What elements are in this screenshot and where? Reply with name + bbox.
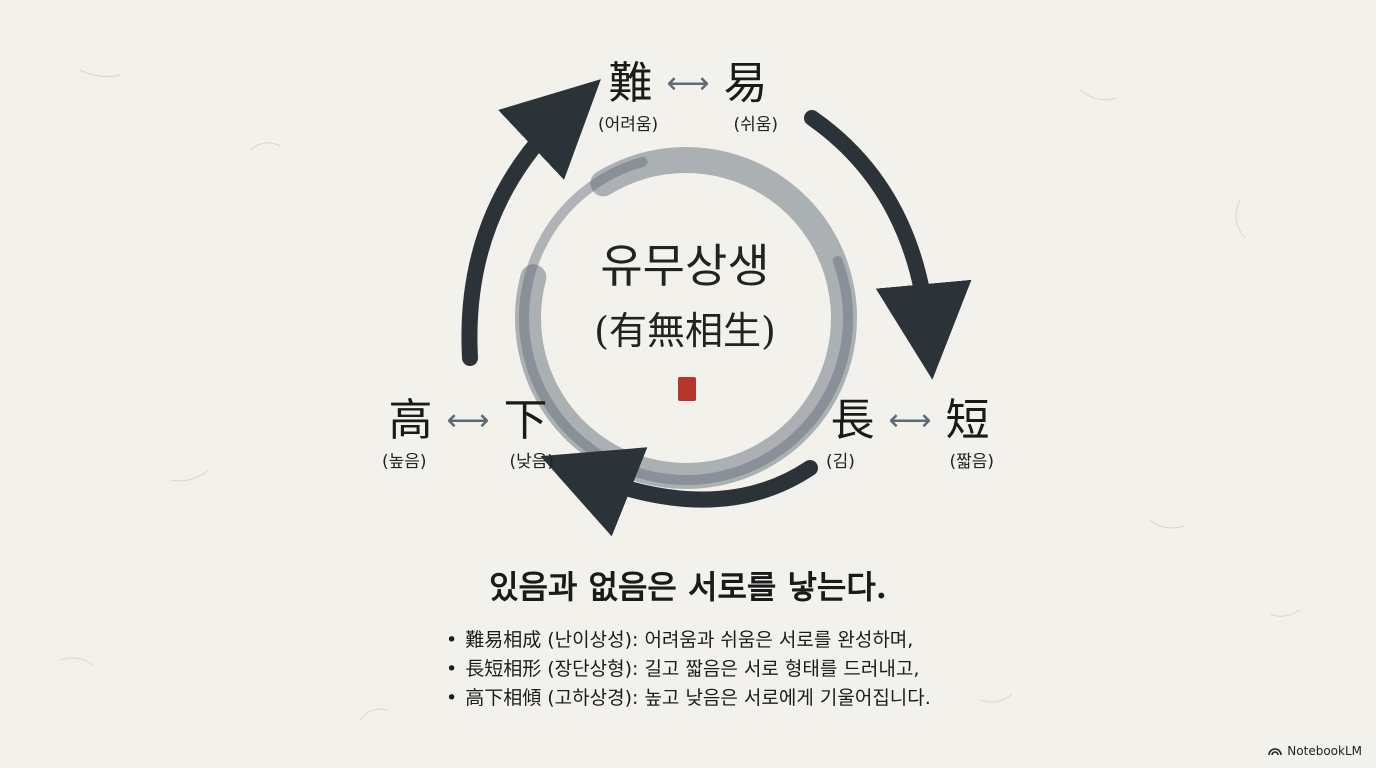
maxim-heading: 있음과 없음은 서로를 낳는다. (489, 568, 887, 606)
pair-top: 難 ⟷ 易 (어려움) (쉬움) (598, 58, 778, 136)
swap-arrow-icon: ⟷ (446, 403, 490, 438)
arrow-bottom (540, 447, 818, 537)
meaning-go: (높음) (382, 452, 427, 472)
notebooklm-logo-icon (1268, 748, 1283, 756)
center-title: 유무상생 (600, 239, 770, 293)
red-seal-icon (678, 377, 696, 401)
list-item: 長短相形 (장단상형): 길고 짧음은 서로 형태를 드러내고, (446, 655, 931, 684)
swap-arrow-icon: ⟷ (888, 403, 932, 438)
hanja-jang: 長 (830, 395, 875, 446)
brand-badge: NotebookLM (1268, 744, 1362, 758)
hanja-go: 高 (388, 395, 433, 446)
hanja-ha: 下 (503, 395, 548, 446)
hanja-nan: 難 (608, 58, 653, 109)
outer-brush-arrows (461, 79, 972, 537)
bullet-list: 難易相成 (난이상성): 어려움과 쉬움은 서로를 완성하며, 長短相形 (장단… (446, 626, 931, 713)
hanja-yi: 易 (723, 58, 768, 109)
list-item: 高下相傾 (고하상경): 높고 낮음은 서로에게 기울어집니다. (446, 684, 931, 713)
meaning-nan: (어려움) (598, 115, 659, 135)
arrow-left (461, 79, 601, 366)
meaning-dan: (짧음) (949, 452, 994, 472)
meaning-jang: (김) (826, 452, 855, 472)
list-item: 難易相成 (난이상성): 어려움과 쉬움은 서로를 완성하며, (446, 626, 931, 655)
swap-arrow-icon: ⟷ (666, 66, 710, 101)
arrow-top-right (804, 110, 972, 380)
meaning-ha: (낮음) (509, 452, 554, 472)
paper-fibers (59, 69, 1301, 721)
hanja-dan: 短 (945, 395, 990, 446)
pair-right: 長 ⟷ 短 (김) (짧음) (826, 395, 994, 473)
pair-left: 高 ⟷ 下 (높음) (낮음) (382, 395, 554, 473)
meaning-yi: (쉬움) (733, 115, 778, 135)
brand-name: NotebookLM (1287, 744, 1362, 758)
center-subtitle: (有無相生) (594, 309, 776, 353)
